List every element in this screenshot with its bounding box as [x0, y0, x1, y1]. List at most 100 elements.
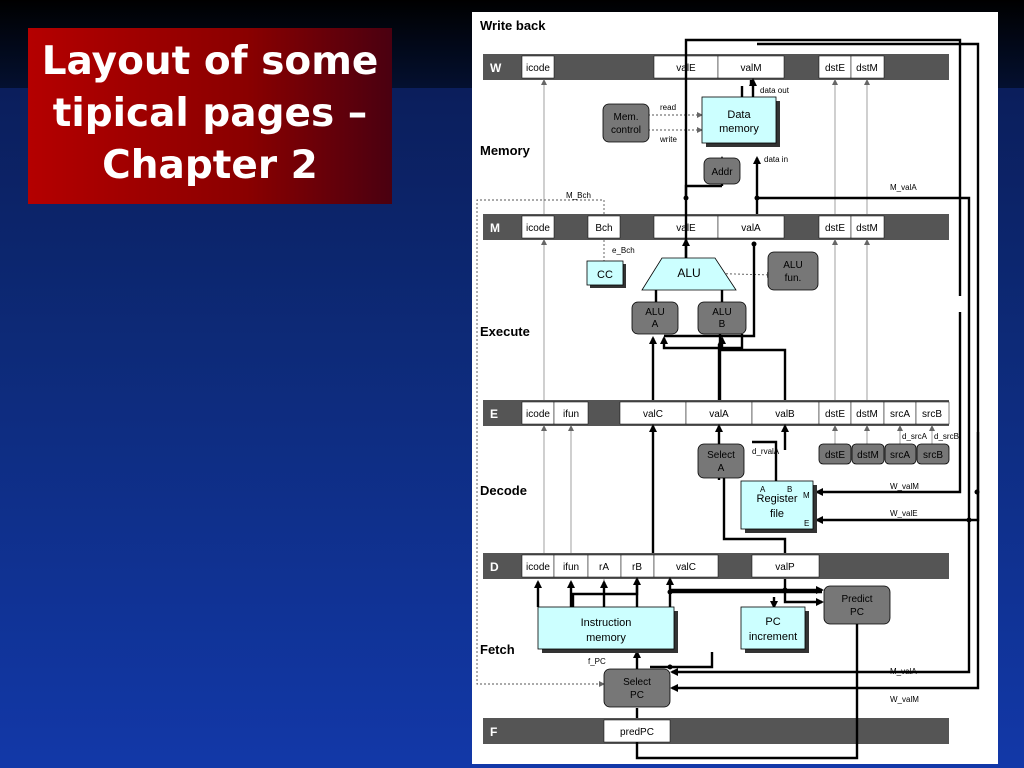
m-field-bch: Bch: [595, 223, 612, 234]
data-memory-block: Data memory: [701, 96, 780, 147]
pc-increment-line1: PC: [765, 616, 780, 628]
rf-port-b: B: [787, 485, 792, 494]
d-field-valc: valC: [676, 562, 696, 573]
alu-label: ALU: [677, 266, 700, 280]
slide-title-box: Layout of some tipical pages – Chapter 2: [28, 28, 392, 204]
f-field-predpc: predPC: [620, 727, 654, 738]
signal-f-pc: f_PC: [588, 657, 606, 666]
dotted-control-wires: [476, 112, 773, 687]
register-m: M icode Bch valE valA dstE dstM: [483, 214, 949, 240]
m-field-icode: icode: [526, 223, 550, 234]
predict-pc-line1: Predict: [841, 594, 872, 605]
decode-srcb: srcB: [923, 450, 943, 461]
select-a-line2: A: [718, 463, 725, 474]
m-field-dstm: dstM: [856, 223, 878, 234]
select-pc-block: Select PC: [603, 668, 671, 708]
register-e: E icode ifun valC valA valB dstE dstM sr…: [483, 400, 950, 426]
pipeline-diagram: Write back W icode valE valM dstE dstM M…: [472, 12, 998, 764]
register-d-label: D: [490, 560, 499, 574]
register-w-label: W: [490, 61, 502, 75]
signal-w-valm-top: W_valM: [890, 482, 919, 491]
register-f-label: F: [490, 725, 497, 739]
data-memory-line1: Data: [727, 109, 751, 121]
signal-data-in: data in: [764, 155, 788, 164]
signal-d-srca: d_srcA: [902, 432, 928, 441]
rf-port-e: E: [804, 519, 809, 528]
register-e-label: E: [490, 407, 498, 421]
signal-write: write: [659, 135, 677, 144]
register-file-block: Register file A B M E: [740, 480, 817, 533]
alu-a-line2: A: [652, 319, 659, 330]
alu-fun-line2: fun.: [785, 273, 802, 284]
signal-read: read: [660, 103, 676, 112]
stage-execute-label: Execute: [480, 324, 530, 339]
instruction-memory-block: Instruction memory: [537, 606, 678, 653]
pc-increment-block: PC increment: [740, 606, 809, 653]
signal-m-vala-bottom: M_valA: [890, 667, 917, 676]
d-field-ifun: ifun: [563, 562, 579, 573]
alu-fun-block: ALU fun.: [767, 251, 819, 291]
e-field-srca: srcA: [890, 409, 910, 420]
decode-srca: srcA: [890, 450, 910, 461]
w-field-valm: valM: [740, 63, 761, 74]
signal-m-bch: M_Bch: [566, 191, 591, 200]
signal-m-vala-top: M_valA: [890, 183, 917, 192]
signal-w-vale: W_valE: [890, 509, 918, 518]
alu-fun-line1: ALU: [783, 260, 802, 271]
instruction-memory-line1: Instruction: [581, 617, 632, 629]
e-field-valc: valC: [643, 409, 663, 420]
register-d: D icode ifun rA rB valC valP: [483, 553, 949, 579]
cc-block: CC: [586, 260, 626, 288]
slide-title: Layout of some tipical pages – Chapter 2: [41, 39, 379, 188]
e-field-srcb: srcB: [922, 409, 942, 420]
alu-b-line2: B: [719, 319, 726, 330]
d-field-icode: icode: [526, 562, 550, 573]
alu-block: ALU: [641, 257, 737, 291]
predict-pc-block: Predict PC: [823, 585, 891, 625]
e-field-dstm: dstM: [856, 409, 878, 420]
m-field-dste: dstE: [825, 223, 845, 234]
d-field-rb: rB: [632, 562, 642, 573]
instruction-memory-line2: memory: [586, 632, 626, 644]
pc-increment-line2: increment: [749, 631, 797, 643]
signal-e-bch: e_Bch: [612, 246, 635, 255]
register-w: W icode valE valM dstE dstM: [483, 54, 949, 80]
rf-port-a: A: [760, 485, 766, 494]
register-f: F predPC: [483, 718, 949, 744]
addr-label: Addr: [711, 167, 733, 178]
w-field-dstm: dstM: [856, 63, 878, 74]
signal-d-srcb: d_srcB: [934, 432, 959, 441]
e-field-icode: icode: [526, 409, 550, 420]
select-pc-line1: Select: [623, 677, 651, 688]
decode-dstm: dstM: [857, 450, 879, 461]
register-m-label: M: [490, 221, 500, 235]
alu-a-line1: ALU: [645, 307, 664, 318]
alu-b-block: ALU B: [697, 301, 747, 335]
select-a-line1: Select: [707, 450, 735, 461]
register-file-line2: file: [770, 508, 784, 520]
signal-d-rvala: d_rvalA: [752, 447, 780, 456]
data-memory-line2: memory: [719, 123, 759, 135]
rf-port-m: M: [803, 491, 810, 500]
w-field-icode: icode: [526, 63, 550, 74]
stage-decode-label: Decode: [480, 483, 527, 498]
select-pc-line2: PC: [630, 690, 644, 701]
decode-dste: dstE: [825, 450, 845, 461]
mem-control-line1: Mem.: [614, 112, 639, 123]
pipeline-svg: Write back W icode valE valM dstE dstM M…: [476, 18, 980, 760]
alu-a-block: ALU A: [631, 301, 679, 335]
predict-pc-line2: PC: [850, 607, 864, 618]
m-field-vala: valA: [741, 223, 761, 234]
e-field-ifun: ifun: [563, 409, 579, 420]
d-field-ra: rA: [599, 562, 609, 573]
e-field-valb: valB: [775, 409, 795, 420]
cc-label: CC: [597, 269, 613, 281]
pass-through-wires: [541, 79, 935, 592]
d-field-valp: valP: [775, 562, 795, 573]
mem-control-block: Mem. control: [602, 103, 650, 143]
wire-junctions: [667, 195, 980, 670]
decode-dest-blocks: dstE dstM srcA srcB: [818, 443, 950, 465]
e-field-dste: dstE: [825, 409, 845, 420]
w-field-dste: dstE: [825, 63, 845, 74]
select-a-block: Select A: [697, 443, 745, 479]
